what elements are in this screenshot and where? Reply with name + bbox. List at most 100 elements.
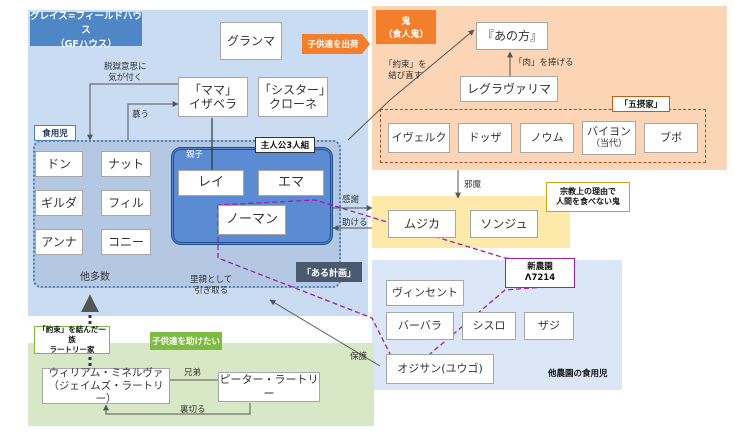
protagonists-label: 主人公3人組	[255, 137, 315, 153]
gf-house-title: グレイス=フィールドハウス （GFハウス）	[30, 11, 142, 50]
gosetsuke-group	[380, 109, 706, 163]
food-children-label: 食用児	[34, 125, 76, 141]
label-renew-promise: 「約束」を 結び直す	[384, 60, 427, 82]
peter-label: ピーター・ラートリー	[219, 373, 319, 400]
phil-label: フィル	[108, 196, 144, 210]
gosetsuke-label: 「五摂家」	[612, 96, 670, 112]
arrow-adore	[127, 101, 179, 140]
nat-label: ナット	[107, 157, 144, 171]
arrow-protect	[269, 299, 381, 367]
node-dozza: ドッザ	[458, 123, 512, 153]
ojisan-label: オジサン(ユウゴ)	[397, 362, 483, 375]
non-eating-line1: 宗教上の理由で	[560, 187, 616, 196]
node-william-minerva: ウィリアム・ミネルヴァ （ジェイムズ・ラートリー）	[42, 366, 170, 405]
farm-other-label: 他農園の食用児	[548, 369, 608, 379]
node-cisro: シスロ	[462, 312, 516, 340]
arrow-renew-promise	[347, 29, 475, 141]
arrow-betray	[103, 403, 251, 415]
node-norman: ノーマン	[218, 205, 286, 235]
rei-label: レイ	[197, 175, 224, 190]
vincent-label: ヴィンセント	[392, 286, 458, 299]
sister-label: 「シスター」	[259, 83, 332, 97]
demon-title: 鬼 （食人鬼）	[376, 10, 436, 44]
farm-title: 新農園 Λ7214	[505, 258, 575, 288]
gf-house-subtitle-text: （GFハウス）	[55, 39, 117, 50]
william-label: ウィリアム・ミネルヴァ	[48, 366, 164, 379]
node-peter-ratri: ピーター・ラートリー	[218, 372, 320, 402]
isabella-label: イザベラ	[188, 97, 237, 111]
node-ojisan: オジサン(ユウゴ)	[386, 354, 494, 384]
label-brothers: 兄弟	[184, 368, 202, 378]
label-foster: 里親として 引き取る	[190, 275, 232, 297]
node-gilda: ギルダ	[35, 190, 83, 216]
node-rei: レイ	[178, 170, 244, 196]
farm-title-line2: Λ7214	[524, 273, 556, 283]
node-sonju: ソンジュ	[470, 210, 538, 238]
label-notice-escape: 脱獄意思に 気が付く	[104, 62, 147, 84]
notice-escape-line2: 気が付く	[108, 73, 143, 83]
label-others: 他多数	[80, 272, 110, 283]
ivelk-label: イヴェルク	[391, 131, 447, 144]
node-emma: エマ	[258, 170, 324, 196]
node-anna: アンナ	[35, 229, 83, 255]
nouma-label: ノウム	[530, 131, 564, 144]
node-conny: コニー	[101, 229, 151, 255]
bayon-label: バイヨン	[587, 125, 631, 138]
callout-certain-plan: 「ある計画」	[296, 262, 362, 282]
conny-label: コニー	[107, 235, 144, 249]
label-obstruct: 邪魔	[464, 180, 482, 190]
zazie-label: ザジ	[538, 319, 560, 332]
james-label: （ジェイムズ・ラートリー）	[48, 379, 164, 405]
ratri-label: 「約束」を結んだ一族 ラートリー家	[34, 325, 110, 354]
barbara-label: バーバラ	[398, 319, 442, 332]
legravalima-label: レグラヴァリマ	[466, 82, 551, 96]
node-legravalima: レグラヴァリマ	[460, 76, 558, 102]
anna-label: アンナ	[41, 235, 77, 249]
label-protect: 保護	[350, 352, 368, 362]
bayon-note: （当代）	[590, 139, 627, 149]
node-ivelk: イヴェルク	[388, 123, 450, 153]
node-mama-isabella: 「ママ」 イザベラ	[178, 77, 248, 117]
norman-label: ノーマン	[225, 212, 278, 227]
foster-line2: 引き取る	[194, 286, 229, 296]
label-gratitude: 感謝	[342, 195, 360, 205]
non-eating-line2: 人間を食べない鬼	[556, 197, 620, 206]
renew-promise-line2: 結び直す	[388, 71, 423, 81]
node-bayon: バイヨン （当代）	[582, 121, 636, 155]
callout-want-to-help: 子供達を助けたい	[150, 332, 222, 350]
gilda-label: ギルダ	[40, 196, 77, 210]
label-offer-meat: 「肉」を捧げる	[514, 58, 574, 68]
ano-kata-label: 『あの方』	[481, 29, 542, 43]
label-adore: 慕う	[132, 110, 150, 120]
dozza-label: ドッザ	[468, 131, 502, 144]
node-musica: ムジカ	[388, 210, 456, 238]
farm-title-line1: 新農園	[527, 262, 553, 272]
emma-label: エマ	[277, 175, 304, 190]
node-phil: フィル	[101, 190, 151, 216]
node-vincent: ヴィンセント	[386, 280, 464, 306]
label-betray: 裏切る	[180, 405, 206, 415]
ratri-label-line2: ラートリー家	[49, 345, 95, 354]
bubo-label: ブボ	[660, 131, 682, 144]
node-nouma: ノウム	[520, 123, 574, 153]
cisro-label: シスロ	[472, 319, 506, 332]
callout-ship-children: 子供達を出荷	[302, 34, 370, 54]
node-grandma: グランマ	[220, 22, 282, 60]
foster-line1: 里親として	[190, 275, 233, 285]
krone-label: クローネ	[268, 97, 317, 111]
don-label: ドン	[46, 157, 71, 171]
node-don: ドン	[35, 151, 83, 177]
renew-promise-line1: 「約束」を	[384, 60, 427, 70]
node-barbara: バーバラ	[386, 312, 454, 340]
notice-escape-line1: 脱獄意思に	[104, 62, 147, 72]
arrow-notice-escape	[87, 83, 178, 141]
demon-title-line1: 鬼	[401, 17, 411, 27]
node-zazie: ザジ	[524, 312, 574, 340]
node-nat: ナット	[101, 151, 151, 177]
node-bubo: ブボ	[644, 123, 698, 153]
ratri-label-line1: 「約束」を結んだ一族	[38, 325, 106, 344]
demon-title-line2: （食人鬼）	[383, 30, 429, 40]
gf-house-title-text: グレイス=フィールドハウス	[30, 11, 142, 36]
label-help: 助ける	[342, 218, 368, 228]
non-eating-label: 宗教上の理由で 人間を食べない鬼	[546, 182, 630, 212]
